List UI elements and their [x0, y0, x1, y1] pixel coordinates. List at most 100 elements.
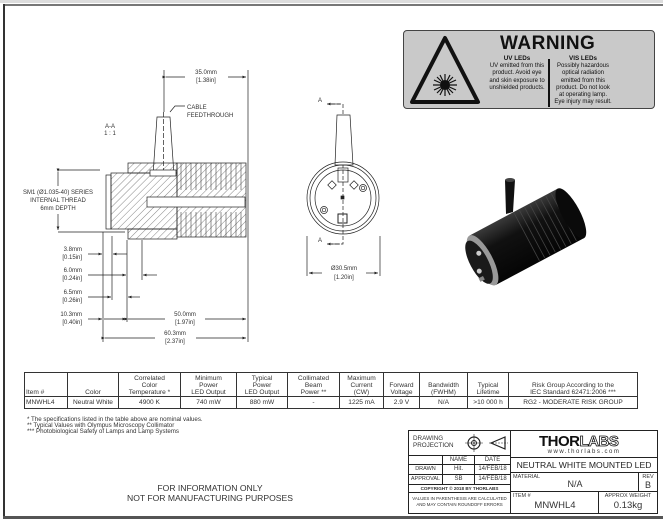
- side-section-view: [56, 70, 249, 342]
- date-header: DATE: [475, 456, 511, 465]
- dim-10-3-in: [0.40in]: [62, 320, 82, 326]
- led-3d-render: [465, 178, 587, 286]
- page-border-top: [3, 4, 663, 6]
- thread-label-3: 6mm DEPTH: [40, 206, 75, 212]
- dim-35-mm: 35.0mm: [195, 70, 217, 76]
- table-cell: 2.9 V: [383, 396, 420, 409]
- item-value: MNWHL4: [534, 500, 576, 511]
- dim-60-3-in: [2.37in]: [165, 339, 185, 345]
- column-header-line: Power **: [300, 389, 327, 396]
- table-cell: 4900 K: [118, 396, 181, 409]
- footnotes: * The specifications listed in the table…: [27, 416, 203, 435]
- page-border-left: [3, 4, 5, 519]
- column-header: Color: [67, 372, 119, 397]
- disclaimer-line: FOR INFORMATION ONLY: [157, 483, 263, 493]
- vis-heading: VIS LEDs: [569, 55, 597, 62]
- footnote: * The specifications listed in the table…: [27, 416, 203, 423]
- drawn-label: DRAWN: [409, 465, 443, 475]
- cable-label: CABLE: [187, 105, 207, 111]
- front-view-labels: A A Ø30.5mm [1.20in]: [318, 98, 357, 281]
- rev-cell: REV B: [639, 473, 657, 492]
- footnote: ** Typical Values with Olympus Microscop…: [27, 421, 175, 429]
- copyright: COPYRIGHT © 2018 BY THORLABS: [409, 485, 511, 493]
- column-header-line: Lifetime: [476, 389, 500, 396]
- table-cell: Neutral White: [67, 396, 119, 409]
- column-header-line: Maximum: [347, 375, 376, 382]
- vis-line: Eye injury may result.: [554, 99, 612, 106]
- dim-10-3-mm: 10.3mm: [60, 312, 82, 318]
- table-cell: N/A: [419, 396, 468, 409]
- column-header-line: (CW): [353, 389, 370, 396]
- dim-6-0-in: [0.24in]: [62, 276, 82, 282]
- column-header-line: Typical: [251, 375, 273, 382]
- third-angle-projection-icon: [465, 434, 508, 452]
- column-header-line: LED Output: [191, 389, 226, 396]
- table-cell: MNWHL4: [24, 396, 68, 409]
- disclaimer-line: NOT FOR MANUFACTURING PURPOSES: [127, 493, 293, 503]
- item-label: ITEM #: [513, 493, 531, 499]
- warning-label: WARNING UV LEDs UV emitted from this pro…: [403, 30, 655, 109]
- logo-labs: LABS: [579, 433, 619, 451]
- column-header-line: Typical: [477, 382, 499, 389]
- uv-line: UV emitted from this: [489, 63, 545, 70]
- column-header: Bandwidth(FWHM): [419, 372, 468, 397]
- scale-label: 1 : 1: [104, 131, 116, 137]
- dim-35-in: [1.38in]: [196, 78, 216, 84]
- front-view: [306, 102, 381, 276]
- values-note-1: VALUES IN PARENTHESIS ARE CALCULATED: [412, 496, 507, 501]
- cable-label-2: FEEDTHROUGH: [187, 113, 233, 119]
- window-top-edge: [0, 0, 663, 3]
- vis-leds-text: VIS LEDs Possibly hazardous optical radi…: [552, 55, 614, 106]
- column-header-line: Minimum: [195, 375, 222, 382]
- approval-label: APPROVAL: [409, 475, 443, 485]
- uv-line: product. Avoid eye: [492, 70, 542, 77]
- table-cell: -: [287, 396, 340, 409]
- warning-title: WARNING: [500, 33, 596, 54]
- column-header-line: LED Output: [244, 389, 280, 396]
- section-label: A-A: [105, 124, 115, 130]
- logo-text: THORLABS: [539, 433, 619, 451]
- vis-line: optical radiation: [561, 70, 605, 77]
- table-cell: >10 000 h: [467, 396, 509, 409]
- dim-3-8-in: [0.15in]: [62, 255, 82, 261]
- column-header-line: Collimated: [297, 375, 330, 382]
- diameter-in: [1.20in]: [334, 275, 354, 281]
- page-border-bottom: [3, 516, 663, 519]
- column-header-line: IEC Standard 62471:2006 ***: [530, 389, 616, 396]
- uv-heading: UV LEDs: [503, 55, 531, 62]
- column-header-line: Power: [252, 382, 272, 389]
- column-header-line: Voltage: [390, 389, 413, 396]
- dim-6-0-mm: 6.0mm: [64, 268, 82, 274]
- rev-label: REV: [642, 474, 654, 480]
- values-note-2: AND MAY CONTAIN ROUNDOFF ERRORS: [416, 501, 503, 507]
- table-cell: 740 mW: [180, 396, 237, 409]
- column-header-line: Forward: [389, 382, 414, 389]
- weight-label: APPROX WEIGHT: [604, 493, 652, 499]
- column-header: Item #: [24, 372, 68, 397]
- uv-line: unshielded products.: [489, 84, 545, 91]
- diameter-mm: Ø30.5mm: [331, 266, 357, 272]
- column-header-line: Temperature *: [128, 389, 171, 396]
- material-value: N/A: [567, 479, 583, 489]
- table-cell: RG2 - MODERATE RISK GROUP: [508, 396, 638, 409]
- footnote: *** Photobiological Safety of Lamps and …: [27, 427, 180, 435]
- disclaimer: FOR INFORMATION ONLY NOT FOR MANUFACTURI…: [90, 483, 330, 503]
- thread-label-2: INTERNAL THREAD: [30, 198, 86, 204]
- column-header-line: Color: [85, 389, 101, 396]
- thorlabs-logo: THORLABS www.thorlabs.com: [511, 431, 657, 458]
- blank-header: [409, 456, 443, 465]
- weight-value: 0.13kg: [613, 500, 643, 511]
- warning-divider: [548, 59, 550, 107]
- column-header-line: Color: [141, 382, 158, 389]
- drawn-name: Hit.: [443, 465, 475, 475]
- item-cell: ITEM # MNWHL4: [511, 492, 599, 513]
